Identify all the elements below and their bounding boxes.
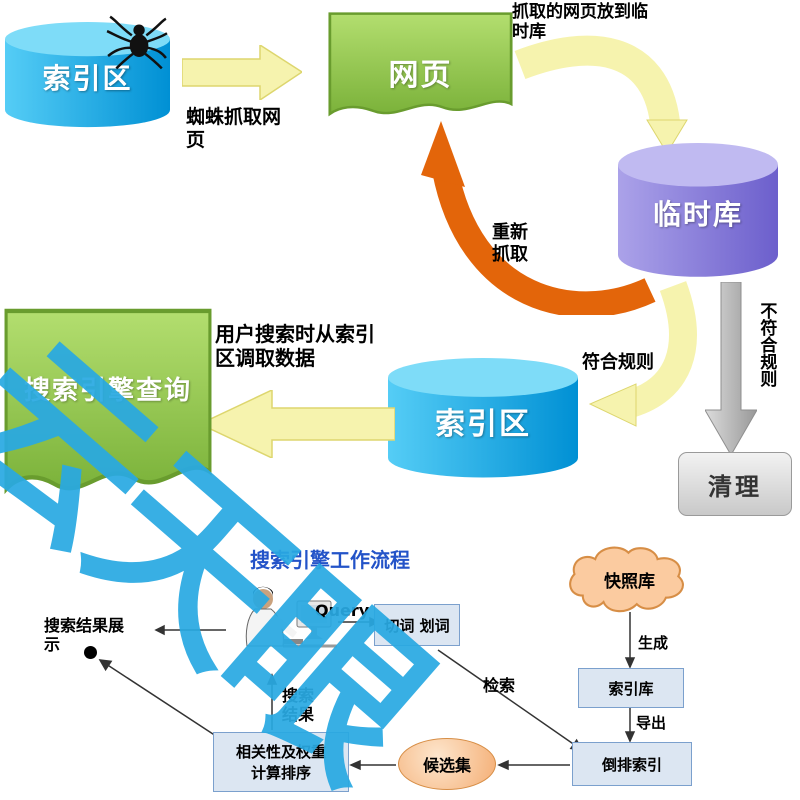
store-label: 抓取的网页放到临时库 xyxy=(512,2,648,43)
no-match-rule-label: 不符合规则 xyxy=(756,302,777,387)
query-text-label: Query xyxy=(315,601,370,620)
snapshot-cloud-label: 快照库 xyxy=(604,572,655,592)
query-desc-label: 用户搜索时从索引区调取数据 xyxy=(215,322,375,370)
inverted-index-box[interactable]: 倒排索引 xyxy=(572,742,692,786)
arrow-index-to-query xyxy=(200,390,395,458)
clean-box[interactable]: 清理 xyxy=(678,452,792,516)
spider-icon xyxy=(106,12,168,70)
index-library-box[interactable]: 索引库 xyxy=(578,668,684,708)
index-db-label: 索引区 xyxy=(435,406,531,442)
temp-db-label: 临时库 xyxy=(652,198,743,231)
arrow-tempdb-to-index xyxy=(558,278,703,443)
search-query-shape[interactable]: 搜索引擎查询 xyxy=(4,308,212,513)
result-dot xyxy=(84,646,97,659)
generate-label: 生成 xyxy=(638,634,669,652)
cloud-shape xyxy=(569,546,684,613)
arrow-tempdb-to-clean xyxy=(705,282,757,457)
user-at-computer-icon xyxy=(225,583,340,678)
search-query-label: 搜索引擎查询 xyxy=(23,376,192,406)
arrow-tempdb-to-webpage xyxy=(415,95,680,315)
search-result-label: 搜索结果 xyxy=(282,686,315,725)
retrieve-label: 检索 xyxy=(483,676,516,695)
temp-db-cylinder[interactable]: 临时库 xyxy=(618,143,778,283)
webpage-shape[interactable]: 网页 xyxy=(328,12,513,127)
match-rule-label: 符合规则 xyxy=(582,352,654,373)
candidate-set-ellipse[interactable]: 候选集 xyxy=(398,738,496,790)
arrow-webpage-to-tempdb xyxy=(505,30,700,155)
index-db-cylinder[interactable]: 索引区 xyxy=(388,358,578,483)
snapshot-cloud[interactable]: 快照库 xyxy=(562,542,697,617)
webpage-label: 网页 xyxy=(388,58,453,93)
bottom-section-title: 搜索引擎工作流程 xyxy=(250,548,410,572)
page-shape xyxy=(328,12,513,117)
result-display-label: 搜索结果展示 xyxy=(44,616,125,655)
ranking-box-line1: 相关性及权重 xyxy=(235,743,326,761)
export-label: 导出 xyxy=(636,714,667,732)
segmentation-box[interactable]: 切词 划词 xyxy=(374,604,460,646)
page-shape xyxy=(4,308,212,495)
crawl-label: 蜘蛛抓取网页 xyxy=(186,106,282,151)
cylinder-shape xyxy=(618,143,778,277)
cylinder-shape xyxy=(388,358,578,478)
arrow-source-to-webpage xyxy=(182,45,302,100)
recrawl-label: 重新抓取 xyxy=(492,222,528,265)
ranking-box[interactable]: 相关性及权重 计算排序 xyxy=(213,732,349,792)
ranking-box-line2: 计算排序 xyxy=(250,764,311,782)
